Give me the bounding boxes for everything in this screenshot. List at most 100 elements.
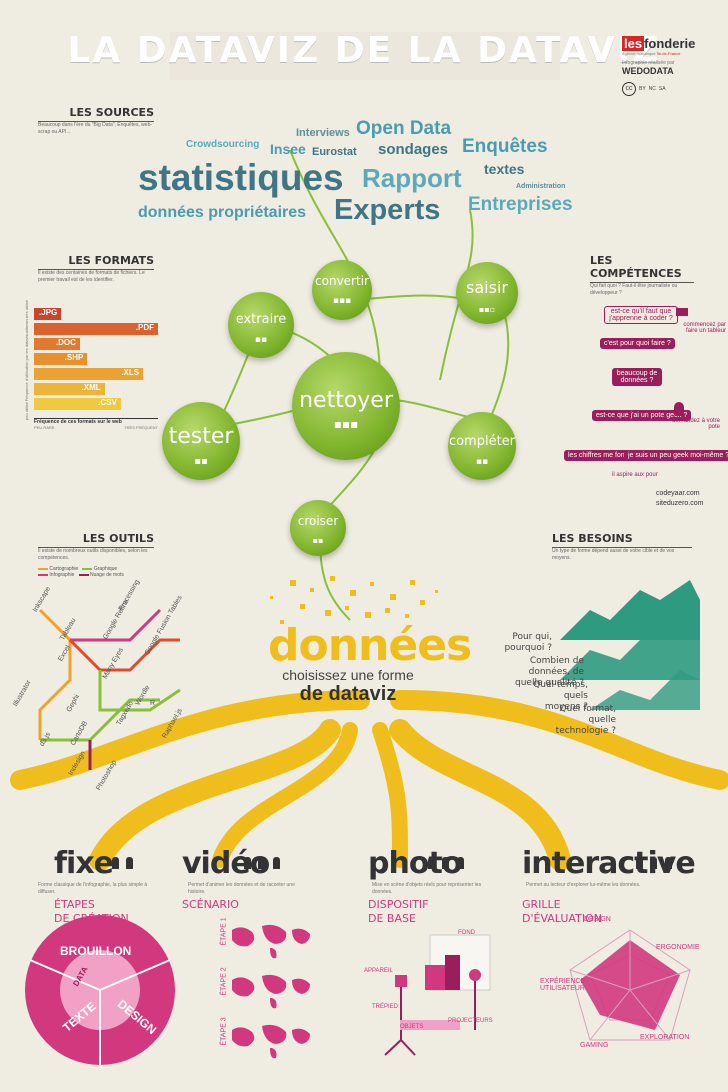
- competences-title: LES COMPÉTENCES: [590, 254, 694, 283]
- person-icon: [442, 857, 450, 869]
- person-icon: [456, 857, 464, 869]
- pixel-icon: ▪▪: [475, 457, 489, 467]
- need-format: Quel format, quelle technologie ?: [555, 704, 616, 736]
- radar-axis-design: DESIGN: [584, 916, 611, 923]
- pixel-icon: ▪▪: [254, 335, 268, 345]
- person-icon: [126, 857, 134, 869]
- besoins-section: LES BESOINS Un type de forme dépend auss…: [552, 532, 692, 562]
- person-icon: [258, 857, 266, 869]
- cc-sa-icon: SA: [658, 86, 666, 92]
- cc-by-icon: BY: [639, 86, 646, 92]
- photo-setup: [384, 934, 491, 1056]
- source-crowdsourcing: Crowdsourcing: [186, 139, 260, 150]
- cc-icon: cc: [622, 82, 636, 96]
- step-croiser-label: croiser: [297, 514, 339, 528]
- sources-section: LES SOURCES Beaucoup dans l'ère du "Big …: [38, 106, 154, 136]
- step-nettoyer-label: nettoyer: [299, 388, 393, 413]
- step-nettoyer: nettoyer ▪▪▪: [292, 352, 400, 460]
- competences-section: LES COMPÉTENCES Qui fait quoi ? Faut-il …: [590, 254, 694, 297]
- step-convertir-label: convertir: [315, 274, 369, 288]
- source-experts: Experts: [334, 194, 441, 226]
- sources-title: LES SOURCES: [38, 106, 154, 122]
- donnees-block: données choisissez une forme de dataviz: [268, 620, 472, 706]
- outils-section: LES OUTILS Il existe de nombreux outils …: [38, 532, 154, 562]
- brand-tagline2: Île-de-France: [656, 51, 681, 56]
- formats-y-axis: peu utilisé Fréquence d'utilisation par …: [24, 300, 29, 420]
- needs-mountains: [560, 580, 700, 710]
- legend-graphique: Graphique: [93, 566, 118, 572]
- data-pixels: [270, 576, 438, 624]
- person-icon: [664, 857, 672, 869]
- fixe-step-brouillon: BROUILLON: [60, 944, 132, 958]
- y-high-label: très utilisé: [24, 300, 29, 319]
- need-combien: Combien de données, de quelle qualité ?: [515, 656, 584, 688]
- donnees-sub1: choisissez une forme: [282, 667, 414, 683]
- form-photo-sub2: DE BASE: [368, 912, 416, 925]
- radar-chart: [569, 929, 691, 1041]
- photo-label-objets: OBJETS: [400, 1024, 424, 1030]
- station-r: R: [150, 700, 156, 707]
- credit-label: Infographie réalisée par: [622, 60, 675, 66]
- sources-word-cloud: Interviews Open Data Crowdsourcing Insee…: [0, 0, 728, 230]
- form-fixe-sub2: DE CRÉATION: [54, 912, 129, 925]
- flow-a-tableur: commencez par faire un tableur: [683, 322, 726, 334]
- format-bar-label: .XML: [81, 383, 101, 392]
- video-step-1: ÉTAPE 1: [220, 917, 228, 946]
- source-interviews: Interviews: [296, 127, 350, 139]
- video-maps: [232, 924, 310, 1059]
- link-codeyaar[interactable]: codeyaar.com: [656, 490, 700, 497]
- form-video-title: vidéo: [182, 846, 270, 881]
- form-branches: [10, 690, 728, 871]
- source-sondages: sondages: [378, 141, 449, 158]
- pixel-icon: ▪▪: [194, 456, 208, 467]
- step-tester: tester ▪▪: [162, 402, 240, 480]
- flow-q-geek: je suis un peu geek moi-même ?: [624, 450, 728, 461]
- fixe-roles: [112, 856, 136, 874]
- video-roles: [244, 856, 283, 874]
- metro-lines: [38, 608, 181, 770]
- outils-title: LES OUTILS: [38, 532, 154, 548]
- step-extraire-label: extraire: [235, 312, 287, 327]
- step-tester-label: tester: [168, 424, 234, 449]
- besoins-desc: Un type de forme dépend aussi de votre c…: [552, 548, 675, 561]
- laptop-icon: [676, 308, 688, 316]
- form-video-sub1: SCÉNARIO: [182, 898, 239, 911]
- step-croiser: croiser ▪▪: [290, 500, 346, 556]
- person-icon: [636, 857, 643, 869]
- link-siteduzero[interactable]: siteduzero.com: [656, 500, 704, 507]
- radar-axis-experience: EXPÉRIENCE UTILISATEUR: [540, 978, 586, 992]
- formats-section: LES FORMATS Il existe des centaines de f…: [38, 254, 154, 284]
- flow-q-pourquoi: c'est pour quoi faire ?: [600, 338, 675, 349]
- formats-axis-label: Fréquence de ces formats sur le web: [34, 419, 122, 425]
- format-bar: .PDF: [34, 323, 158, 335]
- donnees-sub2: de dataviz: [299, 683, 397, 705]
- need-temps: Quel temps, quels moyens ?: [533, 680, 588, 712]
- outils-desc: Il existe de nombreux outils disponibles…: [38, 548, 148, 561]
- source-enquetes: Enquêtes: [462, 136, 548, 157]
- formats-bar-chart: .JPG.PDF.DOC.SHP.XLS.XML.CSV: [34, 306, 158, 416]
- form-interactive-desc: Permet au lecteur d'explorer lui-même le…: [526, 882, 641, 888]
- photo-label-appareil: APPAREIL: [364, 968, 393, 974]
- legend-infographie: Infographie: [49, 572, 75, 578]
- x-low-label: PEU RARE: [34, 425, 55, 430]
- form-interactive-sub2: D'ÉVALUATION: [522, 912, 602, 925]
- page-title: LA DATAVIZ DE LA DATAVIZ: [67, 30, 661, 71]
- source-insee: Insee: [270, 141, 306, 157]
- source-administration: Administration: [516, 183, 566, 190]
- source-eurostat: Eurostat: [312, 146, 357, 158]
- format-bar: .JPG: [34, 308, 62, 320]
- format-bar-label: .SHP: [64, 353, 84, 362]
- source-donnees-proprietaires: données propriétaires: [138, 204, 307, 221]
- competences-desc: Qui fait quoi ? Faut-il être journaliste…: [590, 283, 678, 296]
- brand-tagline: Agence numérique: [622, 51, 656, 56]
- person-icon: [112, 857, 119, 869]
- format-bar: .XLS: [34, 368, 144, 380]
- source-statistiques: statistiques: [138, 157, 344, 198]
- step-saisir-label: saisir: [466, 278, 508, 297]
- photo-roles: [428, 856, 467, 874]
- y-low-label: peu utilisé: [24, 401, 29, 420]
- source-open-data: Open Data: [356, 118, 452, 139]
- interactive-roles: [636, 856, 675, 874]
